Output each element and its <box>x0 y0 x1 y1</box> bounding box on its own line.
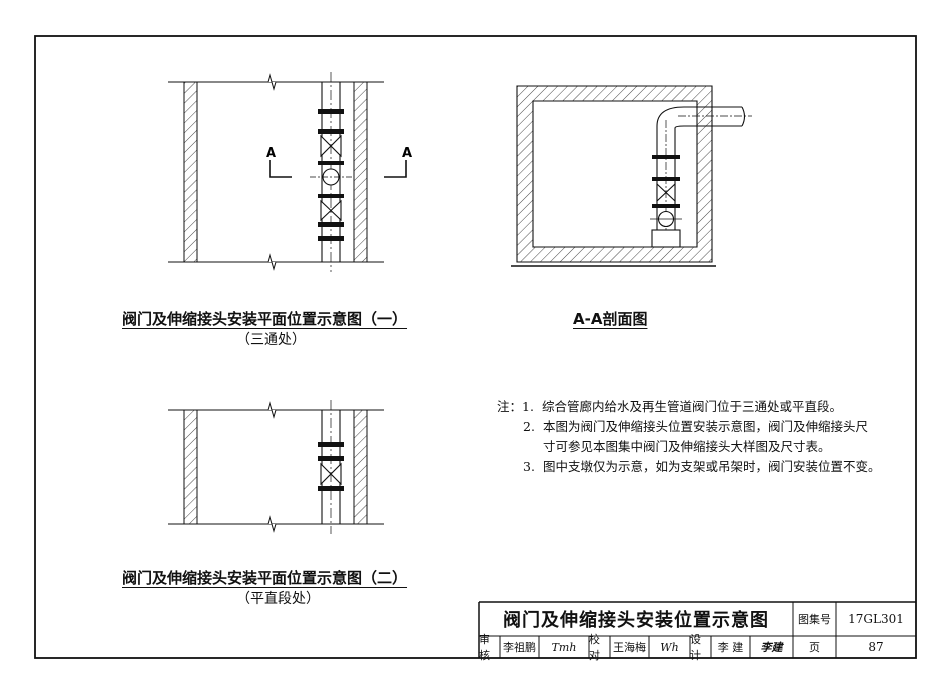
check-label: 校对 <box>589 633 600 662</box>
plan2-left-wall <box>183 409 198 525</box>
plan2-valve <box>320 462 342 486</box>
section-caption: A-A剖面图 <box>573 310 648 328</box>
design-label: 设计 <box>690 633 701 662</box>
note-number: 1. <box>522 399 534 414</box>
note-item: 2. 本图为阀门及伸缩接头位置安装示意图，阀门及伸缩接头尺 <box>497 417 881 437</box>
section-mark-left: A <box>266 146 276 161</box>
section-cut-left <box>269 160 292 178</box>
note-item: 3. 图中支墩仅为示意，如为支架或吊架时，阀门安装位置不变。 <box>497 457 881 477</box>
plan2-break-bottom <box>267 515 277 533</box>
page-label: 页 <box>809 641 820 654</box>
plan-view-2 <box>168 400 384 534</box>
atlas-number: 17GL301 <box>848 612 904 626</box>
note-text: 综合管廊内给水及再生管道阀门位于三通处或平直段。 <box>542 399 843 414</box>
page-number: 87 <box>868 640 884 654</box>
plan2-right-wall <box>353 409 368 525</box>
note-number: 3. <box>523 459 535 474</box>
plan1-flanges <box>318 109 344 241</box>
plan1-left-wall <box>183 81 198 263</box>
check-signature: Wh <box>660 640 679 654</box>
section-pipe-end <box>741 106 746 127</box>
plan-view-1: A A <box>168 72 412 272</box>
check-name: 王海梅 <box>613 641 646 654</box>
plan1-valve-upper <box>320 134 342 158</box>
plan1-break-top <box>267 73 277 91</box>
note-text: 寸可参见本图集中阀门及伸缩接头大样图及尺寸表。 <box>543 439 831 454</box>
section-valve <box>656 182 676 203</box>
section-view-aa <box>511 85 752 267</box>
section-concrete-shell <box>516 85 713 263</box>
note-text: 图中支墩仅为示意，如为支架或吊架时，阀门安装位置不变。 <box>543 459 881 474</box>
section-mark-right: A <box>402 146 412 161</box>
sheet-frame <box>34 35 917 659</box>
section-pipe-support <box>651 229 681 248</box>
section-pipe-elbow <box>656 106 685 150</box>
plan2-break-top <box>267 401 277 419</box>
note-item: 注：1. 综合管廊内给水及再生管道阀门位于三通处或平直段。 <box>497 397 881 417</box>
plan2-subcaption: （平直段处） <box>236 591 320 607</box>
plan1-valve-lower <box>320 199 342 222</box>
plan1-right-wall <box>353 81 368 263</box>
note-number: 2. <box>523 419 535 434</box>
plan1-subcaption: （三通处） <box>236 332 306 348</box>
notes-label: 注： <box>497 399 523 414</box>
atlas-label: 图集号 <box>798 613 831 626</box>
note-item: 寸可参见本图集中阀门及伸缩接头大样图及尺寸表。 <box>497 437 881 457</box>
section-cut-right <box>384 160 407 178</box>
review-signature: Tmh <box>551 640 577 654</box>
notes-block: 注：1. 综合管廊内给水及再生管道阀门位于三通处或平直段。 2. 本图为阀门及伸缩接… <box>497 397 881 477</box>
title-block-grid <box>478 601 916 658</box>
design-signature: 李建 <box>760 641 783 654</box>
drawing-title: 阀门及伸缩接头安装位置示意图 <box>503 610 769 631</box>
design-name: 李 建 <box>717 641 744 654</box>
plan1-break-bottom <box>267 253 277 271</box>
plan2-caption: 阀门及伸缩接头安装平面位置示意图（二） <box>122 569 408 587</box>
review-label: 审核 <box>479 633 490 662</box>
plan1-caption: 阀门及伸缩接头安装平面位置示意图（一） <box>122 310 408 328</box>
note-text: 本图为阀门及伸缩接头位置安装示意图，阀门及伸缩接头尺 <box>543 419 869 434</box>
review-name: 李祖鹏 <box>503 641 536 654</box>
